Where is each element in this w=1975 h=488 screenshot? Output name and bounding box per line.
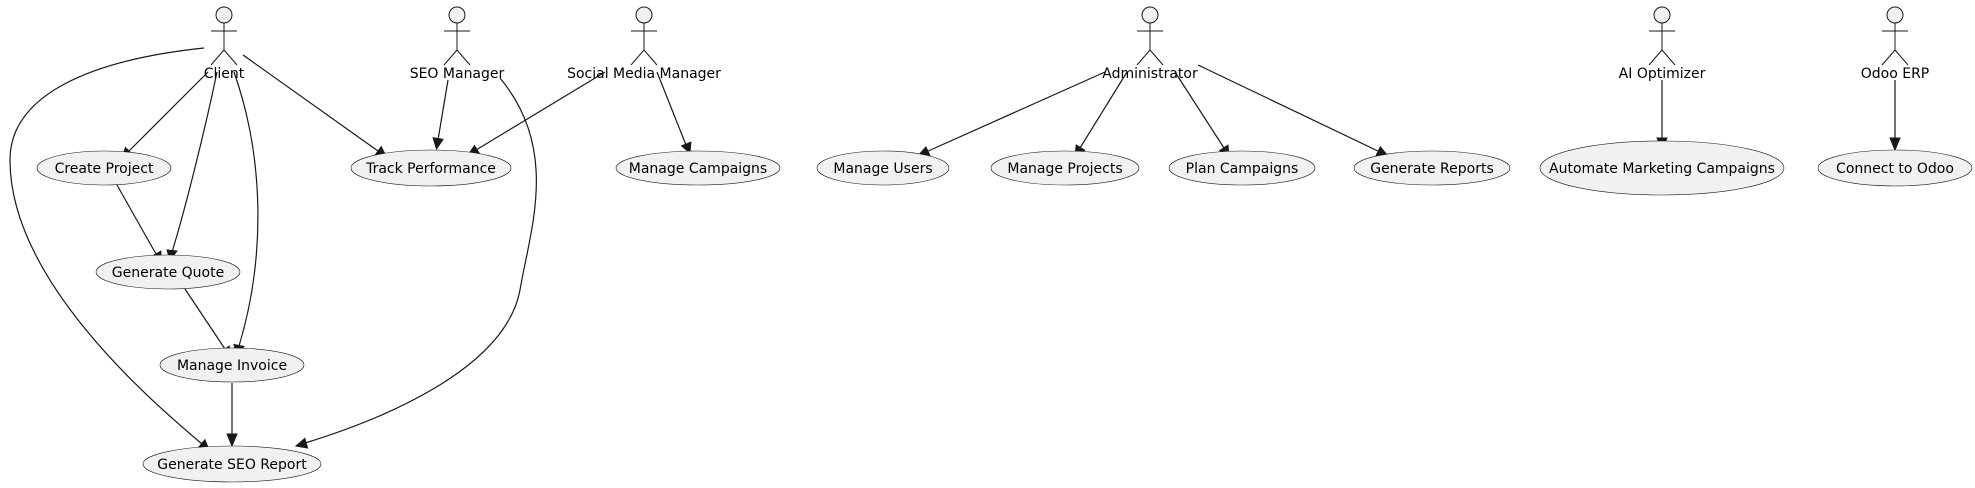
use-case-track-performance: Track Performance xyxy=(350,149,512,187)
use-case-generate-reports: Generate Reports xyxy=(1353,150,1511,186)
use-case-ellipse xyxy=(615,150,781,186)
edge-client-track-performance xyxy=(242,54,379,152)
actor-ai-optimizer: AI Optimizer xyxy=(1619,6,1706,82)
use-case-label: Connect to Odoo xyxy=(1836,161,1954,177)
arrowhead xyxy=(432,137,444,151)
use-case-ellipse xyxy=(95,254,241,290)
actor-label: Social Media Manager xyxy=(567,66,721,82)
actor-body xyxy=(1136,23,1164,66)
actor-label: Administrator xyxy=(1102,66,1198,82)
use-case-label: Generate SEO Report xyxy=(157,457,307,473)
arrowhead xyxy=(226,433,238,448)
arrowhead xyxy=(294,437,309,449)
edge-social-media-manager-track-performance xyxy=(475,71,606,151)
use-case-manage-invoice: Manage Invoice xyxy=(159,347,305,383)
use-case-manage-users: Manage Users xyxy=(816,150,950,186)
actor-administrator: Administrator xyxy=(1102,6,1198,82)
use-case-label: Manage Invoice xyxy=(177,358,287,374)
use-case-label: Generate Reports xyxy=(1370,161,1494,177)
edge-client-generate-seo-report xyxy=(9,47,205,445)
actor-odoo-erp: Odoo ERP xyxy=(1861,6,1930,82)
use-case-ellipse xyxy=(142,445,322,483)
use-case-label: Manage Projects xyxy=(1007,161,1122,177)
use-case-ellipse xyxy=(1168,150,1316,186)
relations xyxy=(9,47,1901,451)
use-case-ellipse xyxy=(1353,150,1511,186)
edge-seo-manager-track-performance xyxy=(437,79,449,141)
arrowhead xyxy=(680,141,692,155)
use-case-generate-seo-report: Generate SEO Report xyxy=(142,445,322,483)
use-case-create-project: Create Project xyxy=(36,150,172,186)
edge-create-project-generate-quote xyxy=(116,184,157,255)
actor-head xyxy=(215,6,233,24)
actor-body xyxy=(1881,23,1909,66)
actor-client: Client xyxy=(204,6,245,82)
actor-head xyxy=(1886,6,1904,24)
actor-label: AI Optimizer xyxy=(1619,66,1706,82)
actor-label: SEO Manager xyxy=(410,66,505,82)
use-case-automate-marketing-campaigns: Automate Marketing Campaigns xyxy=(1539,140,1785,196)
actor-body xyxy=(210,23,238,66)
use-case-label: Track Performance xyxy=(365,161,496,177)
use-case-ellipse xyxy=(1539,140,1785,196)
actor-body xyxy=(1648,23,1676,66)
use-case-ellipse xyxy=(1817,149,1973,187)
use-case-label: Automate Marketing Campaigns xyxy=(1549,161,1775,177)
edge-administrator-generate-reports xyxy=(1197,64,1381,153)
use-case-label: Manage Campaigns xyxy=(629,161,767,177)
use-case-plan-campaigns: Plan Campaigns xyxy=(1168,150,1316,186)
edge-generate-quote-manage-invoice xyxy=(184,288,226,350)
actor-body xyxy=(630,23,658,66)
edge-client-manage-invoice xyxy=(233,71,259,347)
use-case-ellipse xyxy=(159,347,305,383)
use-case-label: Manage Users xyxy=(833,161,932,177)
use-case-label: Create Project xyxy=(55,161,154,177)
actor-label: Odoo ERP xyxy=(1861,66,1930,82)
use-case-ellipse xyxy=(36,150,172,186)
use-case-label: Plan Campaigns xyxy=(1186,161,1299,177)
actor-head xyxy=(1141,6,1159,24)
edge-administrator-plan-campaigns xyxy=(1174,71,1225,149)
edge-administrator-manage-users xyxy=(925,71,1106,153)
actor-head xyxy=(448,6,466,24)
actor-head xyxy=(1653,6,1671,24)
use-case-manage-campaigns: Manage Campaigns xyxy=(615,150,781,186)
actor-social-media-manager: Social Media Manager xyxy=(567,6,721,82)
edge-seo-manager-generate-seo-report xyxy=(304,77,537,444)
edge-client-generate-quote xyxy=(171,71,218,253)
actor-body xyxy=(443,23,471,66)
use-case-ellipse xyxy=(816,150,950,186)
use-case-manage-projects: Manage Projects xyxy=(990,150,1140,186)
use-case-generate-quote: Generate Quote xyxy=(95,254,241,290)
use-case-ellipse xyxy=(990,150,1140,186)
actor-seo-manager: SEO Manager xyxy=(410,6,505,82)
use-case-label: Generate Quote xyxy=(112,265,224,281)
actor-head xyxy=(635,6,653,24)
use-case-connect-to-odoo: Connect to Odoo xyxy=(1817,149,1973,187)
edge-administrator-manage-projects xyxy=(1079,71,1128,149)
arrowhead xyxy=(1889,137,1901,152)
use-case-ellipse xyxy=(350,149,512,187)
edge-client-create-project xyxy=(127,71,209,153)
edge-social-media-manager-manage-campaigns xyxy=(656,71,687,146)
actor-label: Client xyxy=(204,66,245,82)
